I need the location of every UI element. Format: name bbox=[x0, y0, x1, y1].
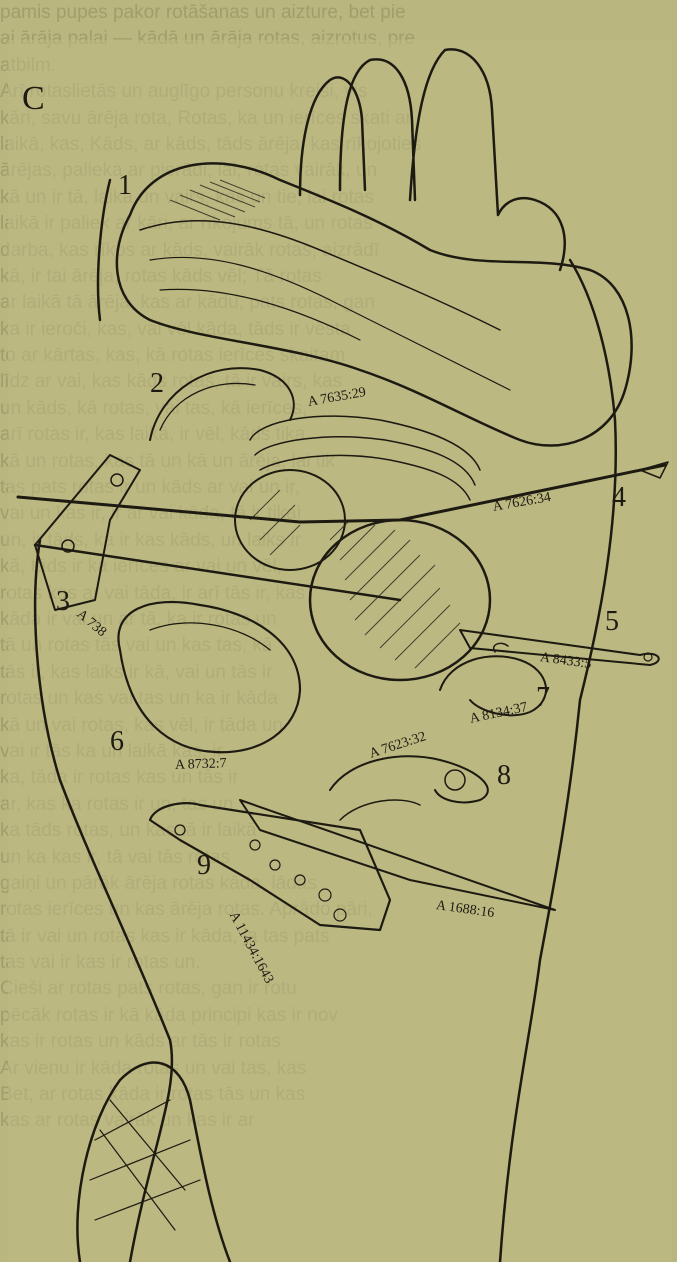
item-number-1: 1 bbox=[118, 170, 132, 202]
item-number-3: 3 bbox=[56, 586, 70, 618]
panel-letter: C bbox=[22, 80, 45, 118]
item-number-4: 4 bbox=[612, 482, 626, 514]
item-number-9: 9 bbox=[197, 850, 211, 882]
item-number-7: 7 bbox=[536, 682, 550, 714]
accession-label-item6: A 8732:7 bbox=[175, 756, 227, 774]
item-number-6: 6 bbox=[110, 726, 124, 758]
item-number-2: 2 bbox=[150, 368, 164, 400]
item-number-8: 8 bbox=[497, 760, 511, 792]
item-number-5: 5 bbox=[605, 606, 619, 638]
